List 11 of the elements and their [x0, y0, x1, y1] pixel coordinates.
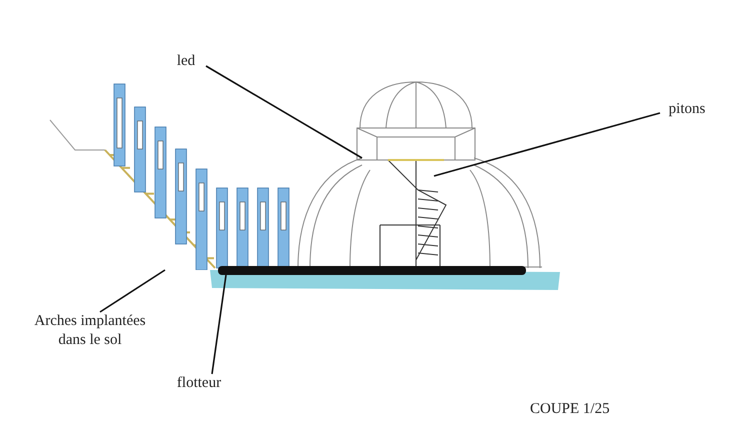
leader-line [211, 274, 227, 374]
leader-line [206, 65, 362, 159]
leader-line [100, 269, 166, 313]
callout-label: Arches implantées dans le sol [20, 312, 160, 350]
dome-building-drawing [296, 80, 543, 270]
leader-line [434, 112, 660, 177]
scale-caption: COUPE 1/25 [530, 400, 610, 419]
float-bar [218, 266, 526, 275]
callout-label: led [168, 52, 204, 71]
callout-label: pitons [662, 100, 712, 119]
callout-label: flotteur [168, 374, 230, 393]
